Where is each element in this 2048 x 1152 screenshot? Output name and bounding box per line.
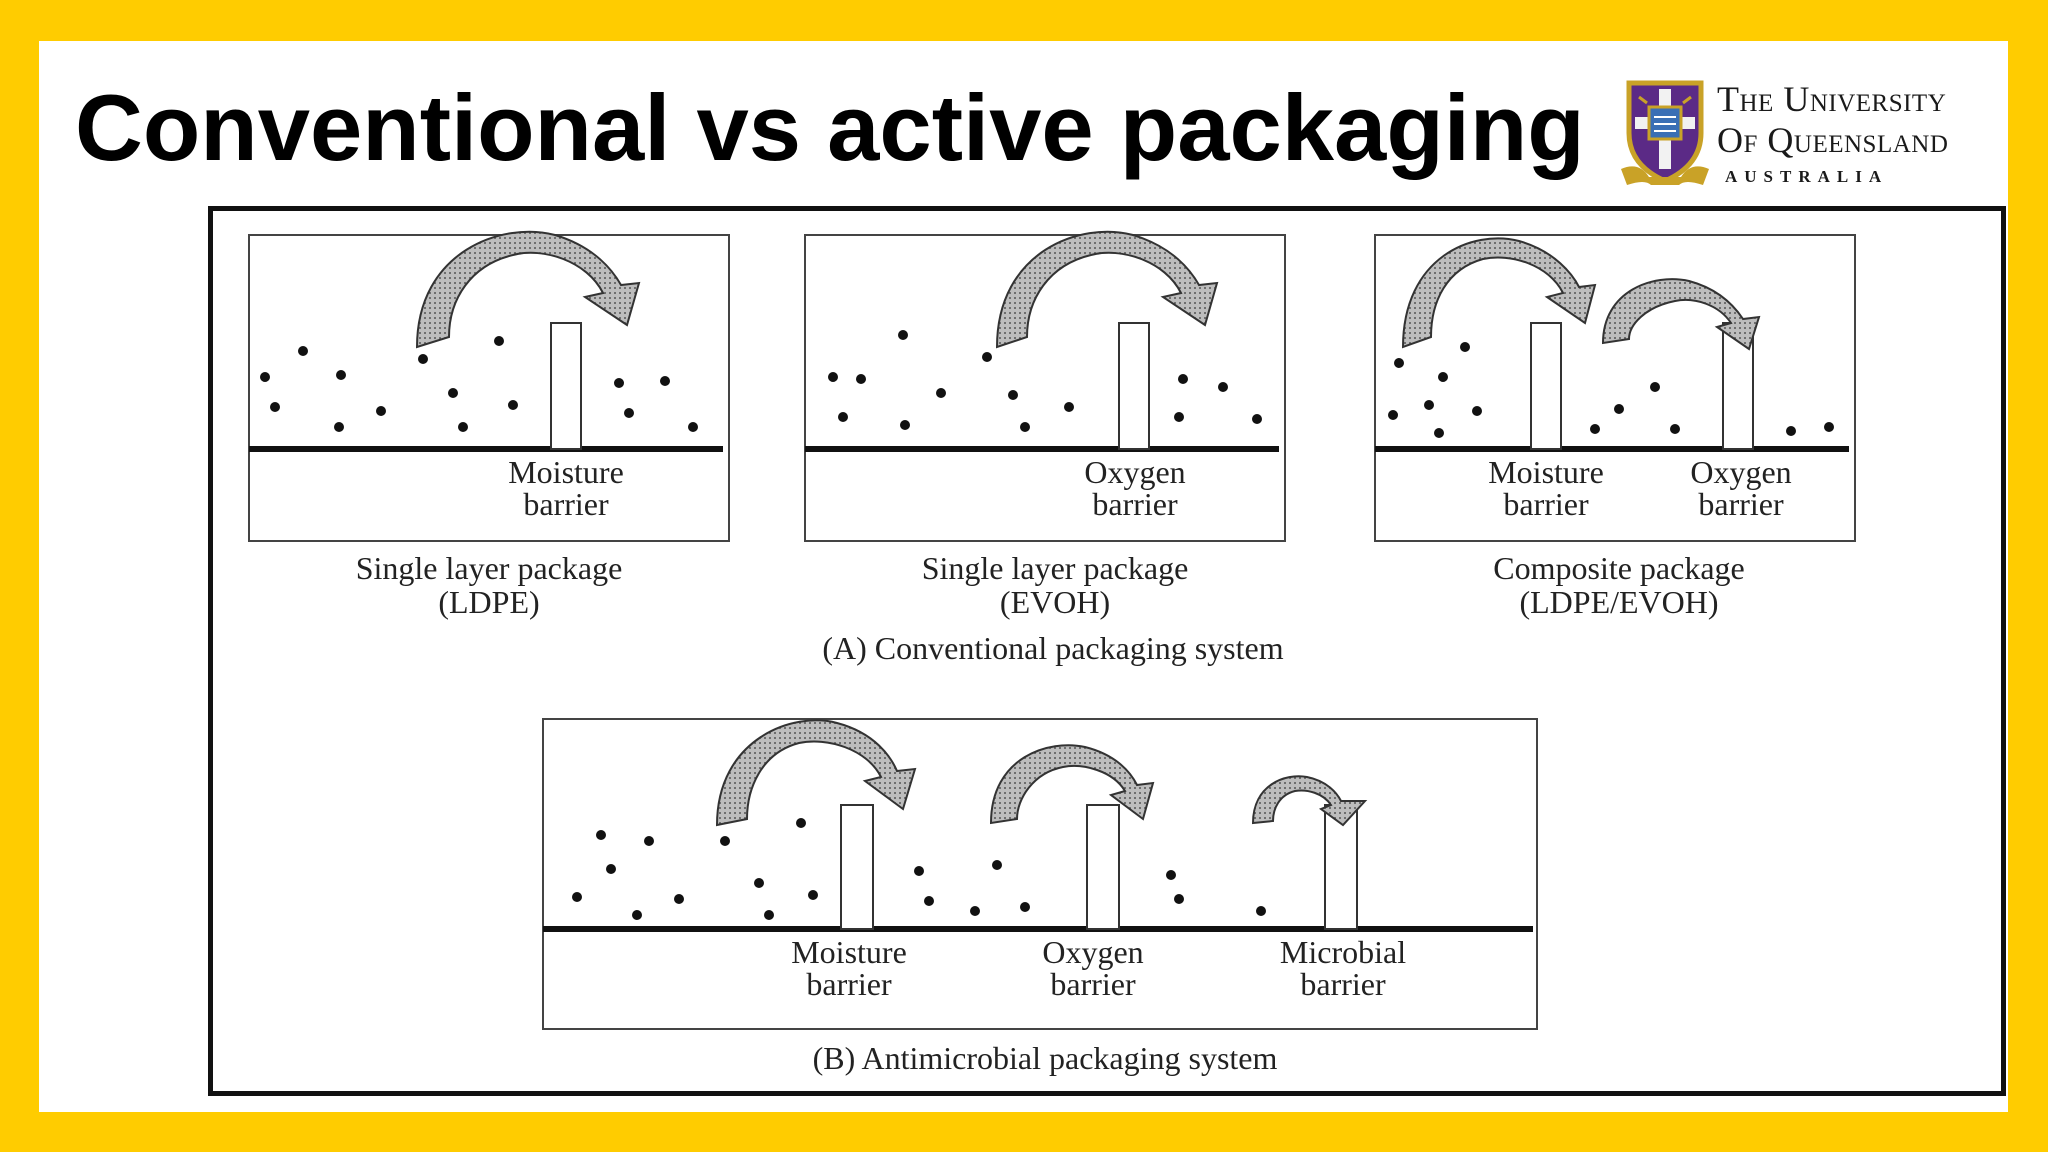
- section-b-caption: (B) Antimicrobial packaging system: [813, 1040, 1278, 1076]
- permeation-arrow-icon: [715, 719, 917, 827]
- molecule-dots: [260, 336, 698, 432]
- package-label-line1: Single layer package: [922, 550, 1189, 586]
- logo-line-3: AUSTRALIA: [1725, 167, 1889, 186]
- permeation-arrow-icon: [995, 230, 1219, 349]
- university-logo: The University Of Queensland AUSTRALIA: [1619, 71, 1999, 201]
- logo-line-2: Of Queensland: [1717, 120, 1949, 160]
- permeation-arrow-icon: [1601, 278, 1761, 351]
- package-label-line2: (LDPE): [438, 584, 539, 620]
- packaging-diagram: Moisture barrier Single layer package (L…: [208, 206, 2006, 1096]
- logo-line-1: The University: [1717, 79, 1947, 119]
- uq-crest-icon: [1621, 80, 1709, 185]
- section-a-caption: (A) Conventional packaging system: [822, 630, 1283, 666]
- permeation-arrow-icon: [989, 744, 1155, 825]
- diagram-canvas: Moisture barrier Single layer package (L…: [248, 230, 1856, 1076]
- panel-evoh: Oxygen barrier Single layer package (EVO…: [804, 230, 1286, 620]
- panel-frame: [248, 234, 730, 542]
- barrier-label-line1: Oxygen: [1690, 454, 1791, 490]
- oxygen-barrier-post: [1086, 804, 1120, 930]
- barrier-label-line2: barrier: [1503, 486, 1589, 522]
- barrier-label-line2: barrier: [523, 486, 609, 522]
- moisture-barrier-post: [550, 322, 582, 450]
- microbial-barrier-post: [1324, 804, 1358, 930]
- oxygen-barrier-post: [1118, 322, 1150, 450]
- barrier-label-line2: barrier: [1698, 486, 1784, 522]
- barrier-label-line1: Microbial: [1280, 934, 1406, 970]
- molecule-dots: [828, 330, 1262, 432]
- panel-frame: [1374, 234, 1856, 542]
- barrier-label-line2: barrier: [806, 966, 892, 1002]
- barrier-label-line1: Oxygen: [1084, 454, 1185, 490]
- panel-ldpe: Moisture barrier Single layer package (L…: [248, 230, 730, 620]
- package-label-line2: (EVOH): [1000, 584, 1110, 620]
- barrier-label-line2: barrier: [1300, 966, 1386, 1002]
- package-label-line2: (LDPE/EVOH): [1519, 584, 1718, 620]
- slide-title: Conventional vs active packaging: [75, 75, 1585, 180]
- barrier-label-line1: Moisture: [508, 454, 624, 490]
- barrier-label-line1: Oxygen: [1042, 934, 1143, 970]
- permeation-arrow-icon: [1251, 775, 1368, 827]
- molecule-dots: [1388, 342, 1834, 438]
- panel-composite: Moisture barrier Oxygen barrier Composit…: [1374, 234, 1856, 620]
- barrier-label-line1: Moisture: [1488, 454, 1604, 490]
- molecule-dots: [572, 818, 1266, 920]
- package-label-line1: Single layer package: [356, 550, 623, 586]
- panel-antimicrobial: Moisture barrier Oxygen barrier Microbia…: [542, 718, 1538, 1030]
- package-label-line1: Composite package: [1493, 550, 1744, 586]
- logo-wordmark: The University Of Queensland AUSTRALIA: [1717, 79, 1948, 187]
- moisture-barrier-post: [840, 804, 874, 930]
- moisture-barrier-post: [1530, 322, 1562, 450]
- barrier-label-line1: Moisture: [791, 934, 907, 970]
- permeation-arrow-icon: [1401, 237, 1597, 349]
- permeation-arrow-icon: [415, 230, 641, 349]
- barrier-label-line2: barrier: [1050, 966, 1136, 1002]
- barrier-label-line2: barrier: [1092, 486, 1178, 522]
